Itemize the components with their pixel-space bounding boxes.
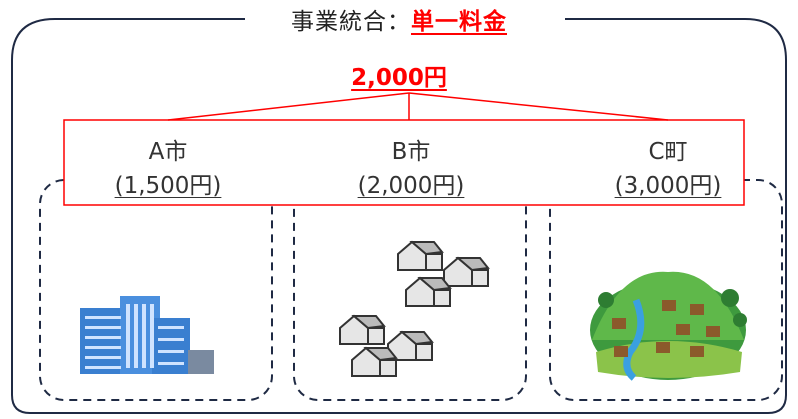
city-buildings-illustration [80, 296, 214, 374]
scattered-houses-illustration [339, 240, 490, 377]
page-title: 事業統合：単一料金 [0, 6, 798, 38]
city-c-name: C町 [648, 139, 688, 165]
city-b-name: B市 [391, 139, 431, 165]
unified-fee: 2,000円 [351, 65, 447, 91]
city-a-name: A市 [148, 139, 188, 165]
mountain-village-illustration [590, 271, 747, 381]
city-b-price: (2,000円) [357, 173, 465, 199]
price-label-box [63, 119, 745, 206]
connector-lines [167, 92, 669, 121]
title-prefix: 事業統合： [291, 9, 411, 35]
outer-frame [11, 18, 787, 414]
city-a-price: (1,500円) [114, 173, 222, 199]
city-c-price: (3,000円) [614, 173, 722, 199]
title-highlight: 単一料金 [411, 9, 507, 35]
